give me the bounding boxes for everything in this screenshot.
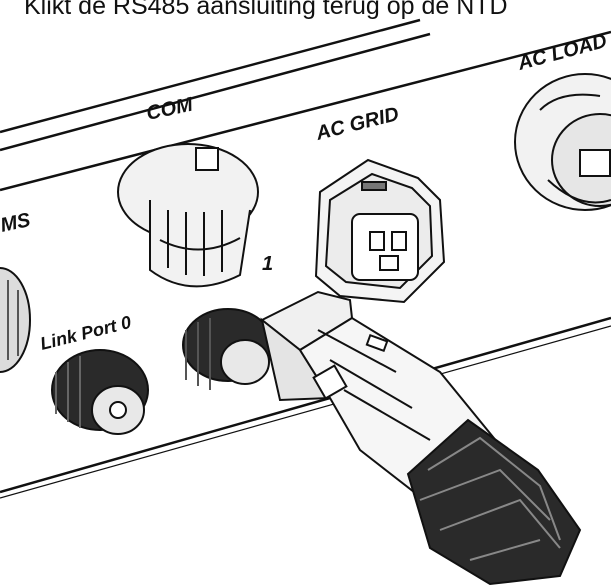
instruction-caption: Klikt de RS485 aansluiting terug op de N… (24, 0, 508, 20)
panel-edges (0, 18, 611, 499)
label-ac-load: AC LOAD (515, 30, 610, 75)
ac-grid-socket-icon (314, 158, 446, 304)
label-link-port-0: Link Port 0 (38, 312, 133, 354)
label-com: COM (144, 93, 196, 124)
com-lower-socket-icon (182, 308, 274, 390)
com-port-icon (117, 143, 259, 288)
label-port-1: 1 (262, 253, 273, 275)
label-ac-grid: AC GRID (313, 103, 401, 145)
label-ms: MS (0, 209, 33, 237)
ac-load-socket-icon (514, 73, 611, 211)
rs485-connector-plug-icon (260, 290, 582, 586)
link-port-0-socket-icon (51, 349, 149, 435)
ms-socket-icon (0, 267, 31, 373)
